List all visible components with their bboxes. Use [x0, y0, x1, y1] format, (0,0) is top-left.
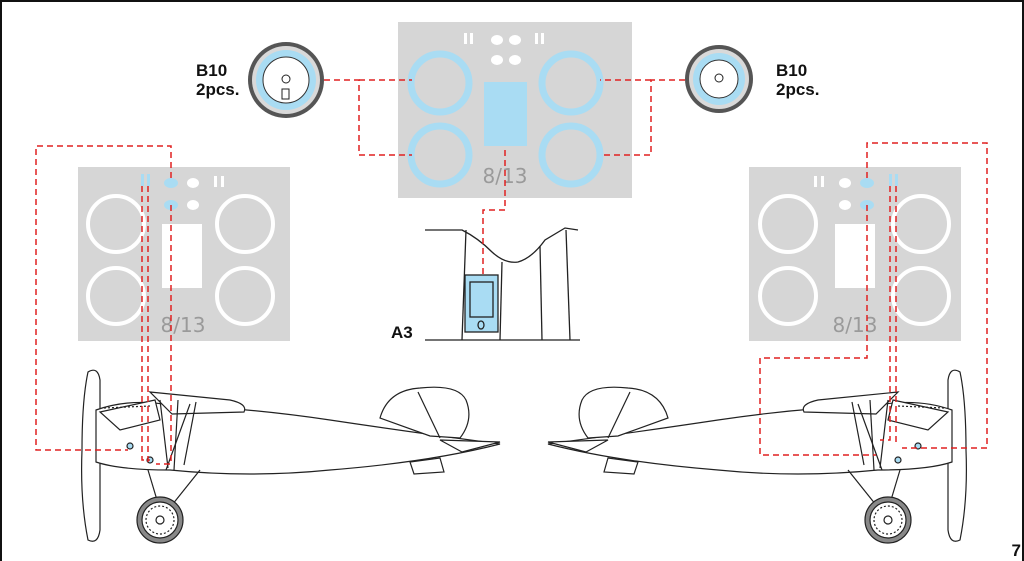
wheel-detail-right	[685, 45, 753, 113]
left-part-number: B10	[196, 61, 228, 80]
guide-lines	[35, 79, 988, 465]
right-part-number: B10	[776, 61, 808, 80]
aircraft-left	[81, 369, 501, 544]
mask-sheet-left: 8/13	[78, 167, 290, 341]
right-part-quantity: 2pcs.	[776, 80, 820, 99]
right-sheet-code: 8/13	[833, 313, 878, 337]
mask-sheet-right: 8/13	[749, 167, 961, 341]
mask-sheet-top: 8/13	[398, 22, 632, 198]
aircraft-right	[547, 369, 967, 544]
cockpit-detail-a3	[425, 227, 580, 341]
wheel-detail-left	[248, 42, 324, 118]
page-number: 7	[1011, 541, 1021, 560]
left-part-quantity: 2pcs.	[196, 80, 240, 99]
left-sheet-code: 8/13	[161, 313, 206, 337]
detail-label-a3: A3	[391, 323, 413, 342]
